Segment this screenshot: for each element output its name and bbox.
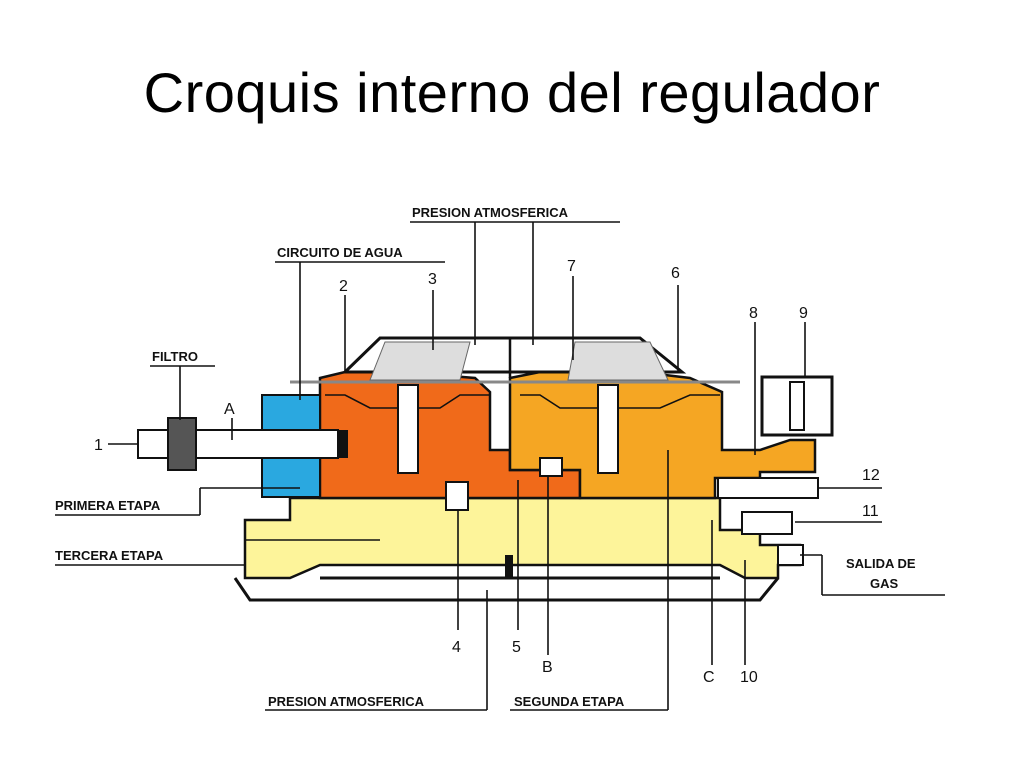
label-9: 9 (799, 305, 808, 322)
label-12: 12 (862, 467, 880, 484)
bottom-housing (233, 577, 780, 602)
label-presion-atmosferica-bottom: PRESION ATMOSFERICA (268, 694, 425, 709)
tercera-etapa-chamber (243, 496, 802, 580)
screw-11 (741, 511, 793, 535)
label-c: C (703, 669, 715, 686)
solenoid-core (789, 381, 805, 431)
water-circuit-lower (261, 451, 321, 498)
stem-3 (397, 384, 419, 474)
slide-title: Croquis interno del regulador (143, 61, 881, 124)
outlet-gas (777, 544, 804, 566)
label-4: 4 (452, 639, 461, 656)
stem-7 (597, 384, 619, 474)
label-circuito-de-agua: CIRCUITO DE AGUA (277, 245, 403, 260)
label-presion-atmosferica-top: PRESION ATMOSFERICA (412, 205, 569, 220)
outlet-pipe-12 (717, 477, 819, 499)
valve-b (539, 457, 563, 477)
label-filtro: FILTRO (152, 349, 198, 364)
inlet-nozzle (338, 430, 348, 458)
spring-cone-right (567, 341, 669, 381)
label-7: 7 (567, 258, 576, 275)
label-8: 8 (749, 305, 758, 322)
label-3: 3 (428, 271, 437, 288)
label-1: 1 (94, 437, 103, 454)
valve-4 (445, 481, 469, 511)
label-6: 6 (671, 265, 680, 282)
label-10: 10 (740, 669, 758, 686)
label-b: B (542, 659, 553, 676)
label-salida-de: SALIDA DE (846, 556, 916, 571)
diaphragm-pin (505, 555, 513, 577)
label-11: 11 (862, 503, 879, 520)
filter (167, 417, 197, 471)
spring-cone-left (369, 341, 471, 381)
label-a: A (224, 401, 235, 418)
leader-lines (55, 221, 945, 711)
label-5: 5 (512, 639, 521, 656)
label-gas: GAS (870, 576, 899, 591)
label-tercera-etapa: TERCERA ETAPA (55, 548, 164, 563)
label-segunda-etapa: SEGUNDA ETAPA (514, 694, 625, 709)
label-primera-etapa: PRIMERA ETAPA (55, 498, 161, 513)
label-2: 2 (339, 278, 348, 295)
